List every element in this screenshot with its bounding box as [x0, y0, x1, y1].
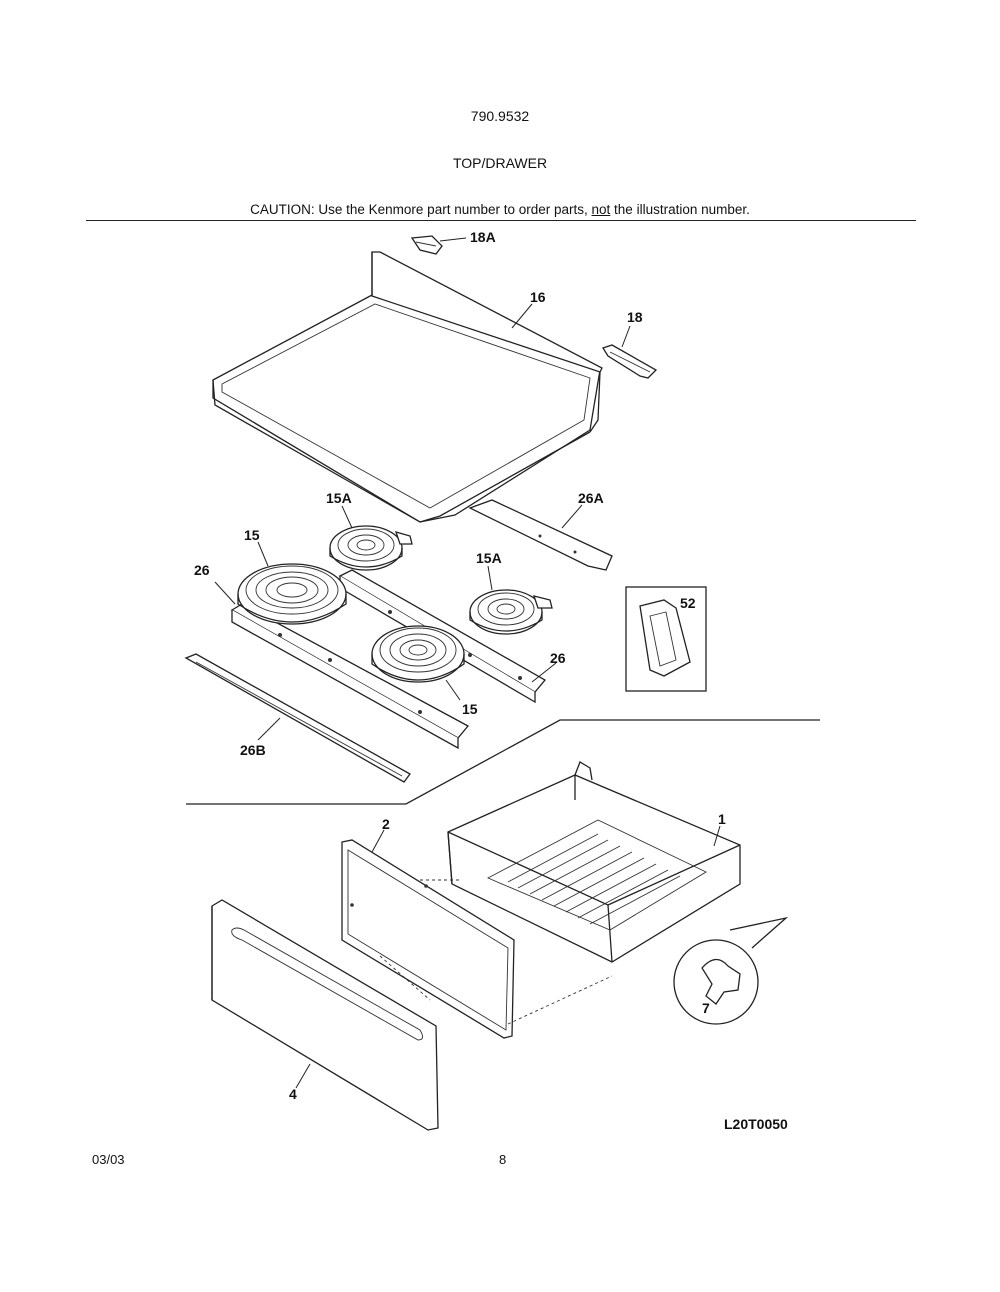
support-part-26A	[468, 499, 613, 571]
callout-18: 18	[627, 309, 643, 325]
callout-26A: 26A	[578, 490, 604, 506]
diagram-code: L20T0050	[724, 1116, 788, 1132]
caution-underlined: not	[591, 202, 611, 217]
page-number: 8	[499, 1152, 507, 1167]
callout-2: 2	[382, 816, 390, 832]
callout-26-left: 26	[194, 562, 210, 578]
callout-15-left: 15	[244, 527, 260, 543]
bracket-part-18A	[410, 235, 443, 255]
header-rule	[86, 220, 916, 221]
callout-16: 16	[530, 289, 546, 305]
callout-18A: 18A	[470, 229, 496, 245]
section-title: TOP/DRAWER	[452, 155, 548, 171]
assembly-line	[507, 975, 613, 1025]
callout-15A-top: 15A	[326, 490, 352, 506]
part-52-box	[625, 586, 707, 692]
callout-52: 52	[680, 595, 696, 611]
model-number: 790.9532	[470, 108, 530, 124]
drawer-panel-part-2	[341, 839, 515, 1039]
callout-15A-right: 15A	[476, 550, 502, 566]
caution-text-1: Use the Kenmore part number to order par…	[314, 202, 592, 217]
bracket-part-18	[602, 344, 658, 379]
drawer-part-1	[447, 761, 741, 963]
element-part-15A-right	[469, 589, 553, 635]
caution-prefix: CAUTION:	[250, 202, 315, 217]
callout-4: 4	[289, 1086, 297, 1102]
section-divider	[186, 719, 820, 805]
callout-1: 1	[718, 811, 726, 827]
element-part-15A-top	[329, 525, 413, 571]
caution-note: CAUTION: Use the Kenmore part number to …	[0, 202, 1000, 217]
caution-text-2: the illustration number.	[610, 202, 750, 217]
detail-circle-part-7	[673, 916, 789, 1025]
element-part-15-left	[237, 563, 347, 625]
callout-26B: 26B	[240, 742, 266, 758]
callout-26-right: 26	[550, 650, 566, 666]
callout-7: 7	[702, 1000, 710, 1016]
callout-15-bottom: 15	[462, 701, 478, 717]
assembly-line	[379, 955, 431, 1001]
rail-part-26B	[184, 653, 411, 783]
footer-date: 03/03	[92, 1152, 125, 1167]
element-part-15-bottom	[371, 625, 465, 683]
drawer-front-part-4	[211, 899, 439, 1131]
cooktop-part-16	[212, 251, 603, 523]
